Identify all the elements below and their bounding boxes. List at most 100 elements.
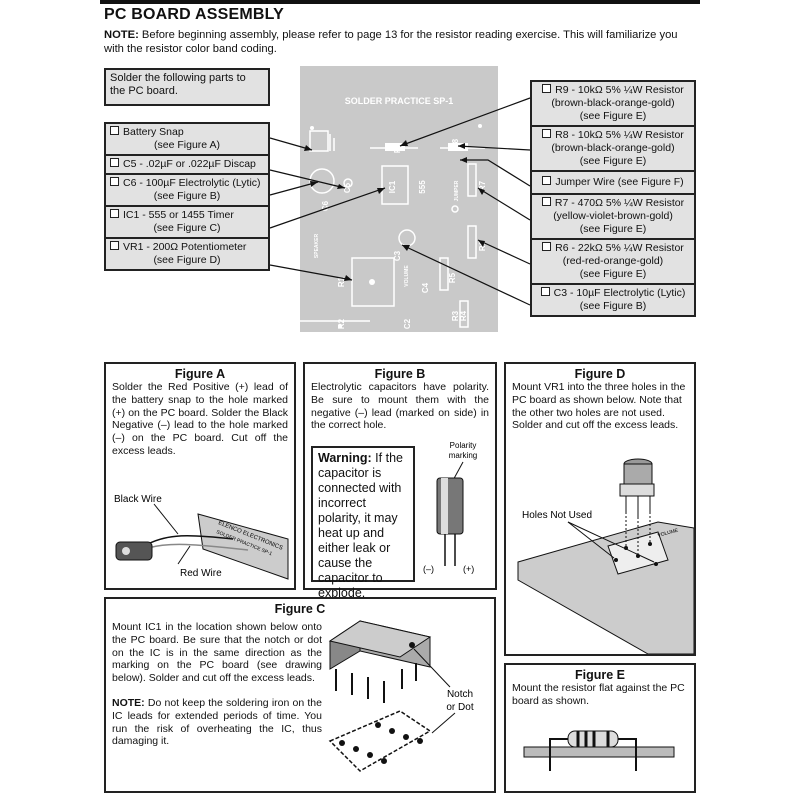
figure-d-title: Figure D [574,367,626,381]
potentiometer-drawing: VOLUME Holes Not Used [517,458,694,654]
notch-label-1: Notch [447,689,473,700]
note-label: NOTE: [104,29,139,41]
red-wire-label: Red Wire [180,568,222,579]
part-name: Jumper Wire (see Figure F) [555,176,684,188]
battery-snap-icon [115,541,153,561]
left-part-row: Battery Snap(see Figure A) [106,124,268,156]
part-ref: (see Figure E) [579,223,647,235]
board-label-jumper: JUMPER [454,180,460,201]
board-label-r2: R2 [337,318,346,329]
right-part-row: R7 - 470Ω 5% ¼W Resistor(yellow-violet-b… [532,195,694,240]
checkbox[interactable] [110,126,119,135]
checkbox[interactable] [541,197,551,206]
figure-d-panel: Figure D Mount VR1 into the three holes … [504,362,696,656]
board-title: SOLDER PRACTICE SP-1 [345,96,454,106]
part-name: R9 - 10kΩ 5% ¼W Resistor [555,84,684,96]
checkbox[interactable] [110,209,119,218]
ic-chip-icon [328,620,432,658]
part-name: C5 - .02µF or .022µF Discap [123,158,256,170]
part-name: Battery Snap [123,126,184,138]
checkbox[interactable] [110,241,119,250]
warning-label: Warning: [318,451,372,465]
checkbox[interactable] [110,177,119,186]
checkbox[interactable] [110,158,119,167]
right-part-row: C3 - 10µF Electrolytic (Lytic)(see Figur… [532,285,694,315]
right-part-row: R6 - 22kΩ 5% ¼W Resistor(red-red-orange-… [532,240,694,285]
checkbox[interactable] [542,242,552,251]
left-part-row: IC1 - 555 or 1455 Timer(see Figure C) [106,207,268,239]
board-label-c3: C3 [393,250,402,261]
part-ref: (see Figure C) [153,222,221,234]
figure-c-note-text: Do not keep the soldering iron on the IC… [112,697,322,748]
board-label-r5: R5 [448,272,457,283]
volume-print: VOLUME [657,527,680,538]
plus-lead-label: (+) [463,564,474,574]
part-name: R6 - 22kΩ 5% ¼W Resistor [555,242,684,254]
part-name: C3 - 10µF Electrolytic (Lytic) [553,287,686,299]
figure-b-text: Electrolytic capacitors have polarity. B… [311,381,489,432]
pc-board-edge [523,746,675,758]
right-part-row: Jumper Wire (see Figure F) [532,172,694,195]
warning-box: Warning: If the capacitor is connected w… [311,446,415,600]
part-ref: (see Figure B) [153,190,221,202]
left-part-row: VR1 - 200Ω Potentiometer(see Figure D) [106,239,268,269]
figure-a-text: Solder the Red Positive (+) lead of the … [112,381,288,457]
figure-b-panel: Figure B Electrolytic capacitors have po… [303,362,497,600]
ic-dot [409,642,415,648]
part-ref: (see Figure E) [579,155,647,167]
polarity-label-1: Polarity [450,441,477,450]
left-part-row: C6 - 100µF Electrolytic (Lytic)(see Figu… [106,175,268,207]
figure-c-title: Figure C [274,602,326,616]
board-label-c6: C6 [321,200,330,211]
notch-label-2: or Dot [446,702,473,713]
black-wire-label: Black Wire [114,494,162,505]
part-ref: (see Figure E) [579,110,647,122]
board-label-r6: R6 [478,240,487,251]
potentiometer-icon [623,463,653,485]
board-label-r9: R9 [393,142,402,153]
checkbox[interactable] [542,176,552,185]
board-label-c4: C4 [421,282,430,293]
figure-a-title: Figure A [174,367,226,381]
board-label-r3: R3 [451,310,460,321]
board-label-volume: VOLUME [404,265,410,287]
figure-a-panel: Figure A Solder the Red Positive (+) lea… [104,362,296,590]
figure-e-title: Figure E [574,668,625,682]
ic-drawing: Notch or Dot [328,620,474,772]
figure-e-text: Mount the resistor flat against the PC b… [512,682,685,707]
figure-e-panel: Figure E Mount the resistor flat against… [504,663,696,793]
checkbox[interactable] [542,84,552,93]
part-ref: (see Figure E) [579,268,647,280]
top-rule [100,0,700,4]
figure-c-panel: Figure C Mount IC1 in the location shown… [104,597,496,793]
part-name: IC1 - 555 or 1455 Timer [123,209,234,221]
board-label-r8: R8 [451,138,460,149]
capacitor-drawing: Polarity marking (–) (+) [423,441,477,574]
part-name: R7 - 470Ω 5% ¼W Resistor [554,197,685,209]
r9-outline [385,143,405,151]
part-colors: (yellow-violet-brown-gold) [553,210,673,222]
figure-c-note-label: NOTE: [112,697,145,709]
checkbox[interactable] [540,287,550,296]
right-parts-list: R9 - 10kΩ 5% ¼W Resistor(brown-black-ora… [530,80,696,317]
part-name: C6 - 100µF Electrolytic (Lytic) [123,177,261,189]
checkbox[interactable] [542,129,552,138]
warning-text: If the capacitor is connected with incor… [318,451,403,600]
polarity-label-2: marking [449,451,477,460]
board-label-c5: C5 [343,182,352,193]
board-label-555: 555 [418,180,427,194]
part-name: R8 - 10kΩ 5% ¼W Resistor [555,129,684,141]
right-part-row: R8 - 10kΩ 5% ¼W Resistor(brown-black-ora… [532,127,694,172]
left-part-row: C5 - .02µF or .022µF Discap [106,156,268,175]
part-ref: (see Figure D) [153,254,221,266]
pc-board-diagram: SOLDER PRACTICE SP-1 R9 R8 C5 IC1 555 JU… [300,66,498,332]
board-label-r4: R4 [459,310,468,321]
right-part-row: R9 - 10kΩ 5% ¼W Resistor(brown-black-ora… [532,82,694,127]
board-label-c2: C2 [403,318,412,329]
board-label-ic1: IC1 [388,180,397,193]
figure-d-text: Mount VR1 into the three holes in the PC… [512,381,686,432]
figure-c-text: Mount IC1 in the location shown below on… [112,621,322,685]
figure-c-note: NOTE: Do not keep the soldering iron on … [106,697,328,748]
left-parts-list: Battery Snap(see Figure A) C5 - .02µF or… [104,122,270,271]
part-colors: (red-red-orange-gold) [562,255,664,267]
